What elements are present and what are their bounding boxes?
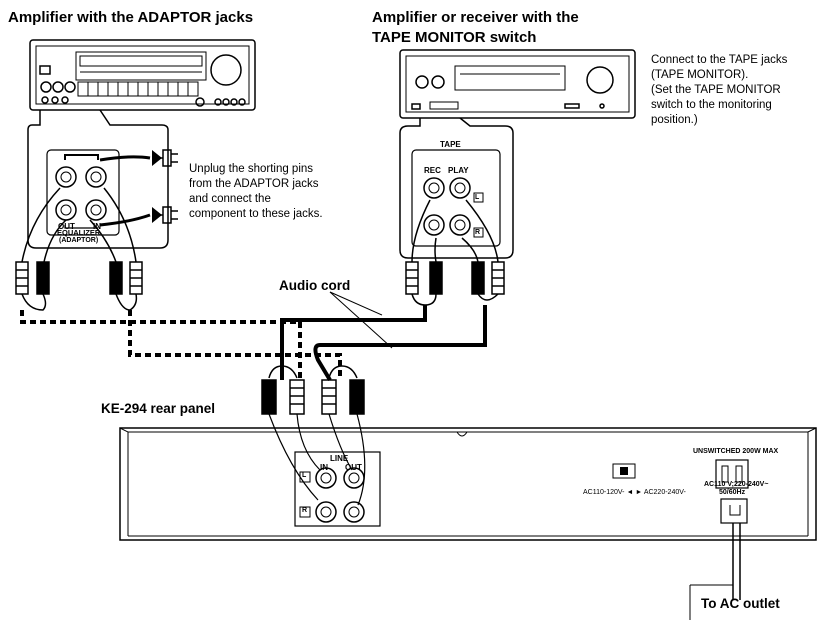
label-adaptor: (ADAPTOR) [59,237,99,244]
label-tape-r: R [475,229,481,236]
cord-into-in-r [268,413,319,501]
plug-pair-amp2-left [405,199,443,306]
note-tape-monitor-4: switch to the monitoring [651,99,772,111]
label-tape: TAPE [440,140,461,149]
amplifier-adaptor-unit [29,39,256,111]
shorting-pin-upper [159,149,178,167]
power-cord [732,523,741,600]
note-tape-monitor-3: (Set the TAPE MONITOR [651,84,781,96]
solid-cord-upper [280,305,427,380]
label-line-r: R [302,507,308,514]
label-tape-l: L [475,194,480,201]
arrow-lower [99,213,151,227]
label-unswitched: UNSWITCHED 200W MAX [693,448,779,455]
solid-cord-lower [313,305,487,382]
shorting-pin-lower [159,206,178,224]
label-rec: REC [424,166,441,175]
label-line: LINE [330,454,349,463]
audio-cord-pointer [329,291,383,316]
label-line-out: OUT [345,463,362,472]
tape-jack-callout [399,117,514,259]
label-in: IN [93,222,101,231]
ke294-plugs [261,365,365,415]
plug-pair-amp1-right [89,187,143,311]
note-adaptor-1: Unplug the shorting pins [189,163,314,175]
note-tape-monitor-5: position.) [651,114,698,126]
heading-amp-tape-line2: TAPE MONITOR switch [372,29,537,46]
amplifier-tape-monitor-unit [399,49,636,119]
dashed-cord-lower [128,310,342,380]
label-line-l: L [302,472,307,479]
label-ac-rating: AC110 V;220-240V~ [704,481,769,488]
arrow-upper [99,155,151,162]
plug-pair-amp1-left [15,187,67,311]
heading-amp-tape-line1: Amplifier or receiver with the [372,9,579,26]
note-adaptor-3: and connect the [189,193,271,205]
dashed-cord-upper [20,310,302,380]
plug-pair-amp2-right [461,199,505,301]
label-line-in: IN [320,463,328,472]
ke294-rear-panel [119,427,817,541]
label-rear-panel: KE-294 rear panel [101,401,216,416]
label-voltage-switch: AC110-120V- ◄ ► AC220-240V- [583,489,686,496]
note-adaptor-2: from the ADAPTOR jacks [189,178,319,190]
label-audio-cord: Audio cord [279,278,351,293]
label-play: PLAY [448,166,469,175]
label-equalizer: EQUALIZER [57,228,101,237]
note-adaptor-4: component to these jacks. [189,208,323,220]
note-tape-monitor-1: Connect to the TAPE jacks [651,54,788,66]
note-tape-monitor-2: (TAPE MONITOR). [651,69,749,81]
label-out: OUT [58,222,75,231]
heading-amp-adaptor: Amplifier with the ADAPTOR jacks [8,9,254,26]
label-hz: 50/60Hz [719,489,746,496]
label-ac-outlet: To AC outlet [701,596,780,611]
